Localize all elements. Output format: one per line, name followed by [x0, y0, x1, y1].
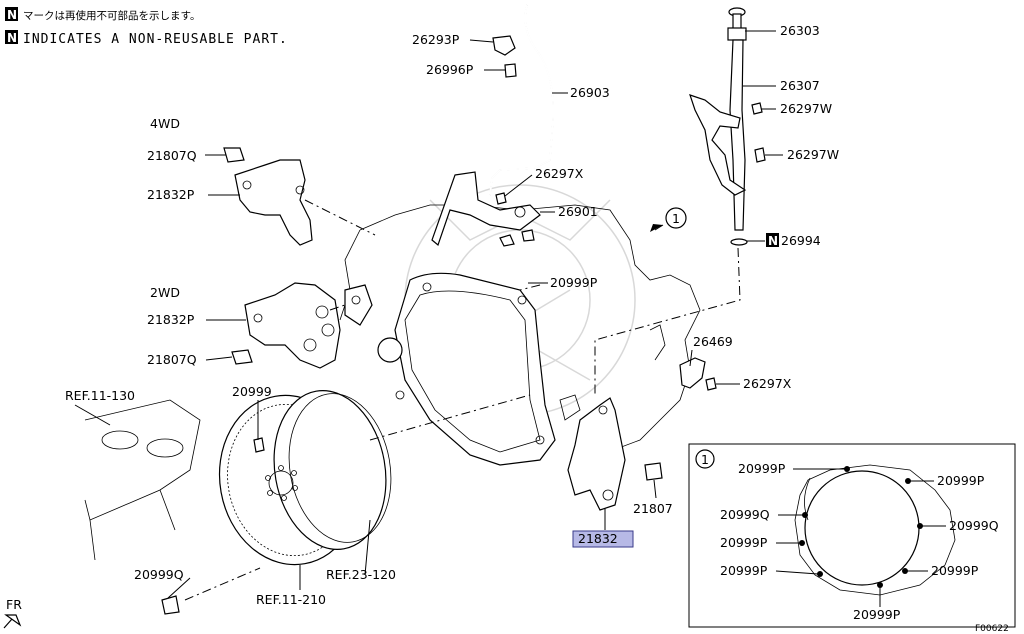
label-26469[interactable]: 26469 — [693, 334, 733, 349]
label-20999Q-a[interactable]: 20999Q — [134, 567, 184, 582]
label-26996P[interactable]: 26996P — [426, 62, 474, 77]
engine-block — [84, 399, 201, 561]
leader-lines — [74, 30, 783, 599]
label-26297W-b[interactable]: 26297W — [787, 147, 839, 162]
reference-marker-1: 1 — [650, 207, 687, 232]
badge-letter-26994: N — [768, 234, 778, 248]
label-26293P[interactable]: 26293P — [412, 32, 460, 47]
non-reusable-badge-26994 — [766, 233, 779, 247]
callout-label-c5[interactable]: 20999P — [720, 535, 768, 550]
label-26903[interactable]: 26903 — [570, 85, 610, 100]
figure-code: F00622 — [975, 624, 1009, 634]
badge-letter-en: N — [7, 31, 17, 45]
label-20999P-a[interactable]: 20999P — [550, 275, 598, 290]
label-21807Q-a[interactable]: 21807Q — [147, 148, 197, 163]
label-21807[interactable]: 21807 — [633, 501, 673, 516]
label-21832P-a[interactable]: 21832P — [147, 187, 195, 202]
non-reusable-note: N マークは再使用不可部品を示します。 N INDICATES A NON-RE… — [5, 7, 288, 47]
dipstick-tube-26903 — [431, 4, 555, 247]
group-2wd: 2WD — [150, 285, 180, 300]
callout-marker: 1 — [701, 452, 709, 467]
label-26297X-a[interactable]: 26297X — [535, 166, 584, 181]
oil-level-gauge — [689, 7, 766, 246]
callout-label-c8[interactable]: 20999P — [853, 607, 901, 622]
reference-marker-1-label: 1 — [672, 211, 680, 226]
front-direction-indicator: FR — [3, 597, 22, 629]
callout-label-c1[interactable]: 20999P — [738, 461, 786, 476]
callout-label-c2[interactable]: 20999P — [937, 473, 985, 488]
label-21832-highlight-group: 21832 — [572, 530, 634, 548]
badge-letter-jp: N — [7, 8, 17, 22]
bracket-2wd — [231, 282, 341, 369]
non-reusable-badge-en — [5, 30, 18, 44]
label-26297W-a[interactable]: 26297W — [780, 101, 832, 116]
label-26994[interactable]: 26994 — [781, 233, 821, 248]
bracket-4wd — [223, 147, 313, 246]
label-26307[interactable]: 26307 — [780, 78, 820, 93]
callout-label-c7[interactable]: 20999P — [720, 563, 768, 578]
ref-23-120[interactable]: REF.23-120 — [326, 567, 396, 582]
ref-11-130[interactable]: REF.11-130 — [65, 388, 135, 403]
bracket-26469 — [679, 357, 717, 391]
label-26994-group: N 26994 — [766, 233, 821, 248]
drive-plate — [161, 390, 392, 615]
label-21832P-b[interactable]: 21832P — [147, 312, 195, 327]
group-4wd: 4WD — [150, 116, 180, 131]
label-21832-highlight — [572, 530, 634, 548]
front-arrow-icon — [3, 614, 22, 629]
label-21807Q-b[interactable]: 21807Q — [147, 352, 197, 367]
note-english: INDICATES A NON-REUSABLE PART. — [23, 32, 288, 47]
callout-label-c6[interactable]: 20999P — [931, 563, 979, 578]
non-reusable-badge-jp — [5, 7, 18, 21]
note-japanese: マークは再使用不可部品を示します。 — [23, 9, 200, 22]
centerlines — [184, 199, 741, 601]
callout-label-c3[interactable]: 20999Q — [720, 507, 770, 522]
label-20999[interactable]: 20999 — [232, 384, 272, 399]
bracket-21832 — [567, 397, 663, 511]
label-21832[interactable]: 21832 — [578, 531, 618, 546]
label-26901[interactable]: 26901 — [558, 204, 598, 219]
callout-label-c4[interactable]: 20999Q — [949, 518, 999, 533]
ref-11-210[interactable]: REF.11-210 — [256, 592, 326, 607]
front-label: FR — [6, 597, 22, 612]
callout-detail-1: 1 20999P 20999P 20999Q 20999Q 20999P 209… — [688, 443, 1016, 628]
transmission-case — [339, 204, 701, 466]
label-26297X-b[interactable]: 26297X — [743, 376, 792, 391]
label-26303[interactable]: 26303 — [780, 23, 820, 38]
